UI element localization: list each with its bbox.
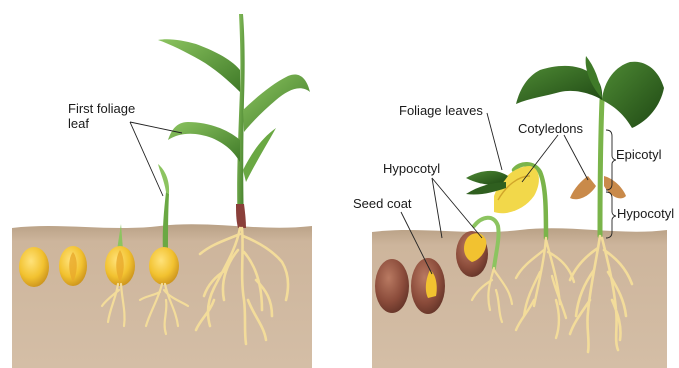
corn-panel: [12, 14, 312, 368]
label-first-foliage-leaf: First foliage leaf: [68, 101, 135, 131]
label-first-foliage-line1: First foliage: [68, 101, 135, 116]
label-foliage-leaves: Foliage leaves: [399, 103, 483, 118]
label-cotyledons: Cotyledons: [518, 121, 583, 136]
label-hypocotyl-plant: Hypocotyl: [617, 206, 674, 221]
label-seed-coat: Seed coat: [353, 196, 412, 211]
bean-seed: [375, 259, 409, 313]
corn-kernel-sprouting: [59, 246, 87, 286]
label-first-foliage-line2: leaf: [68, 116, 135, 131]
label-epicotyl: Epicotyl: [616, 147, 662, 162]
label-hypocotyl-seedling: Hypocotyl: [383, 161, 440, 176]
corn-kernel: [19, 247, 49, 287]
